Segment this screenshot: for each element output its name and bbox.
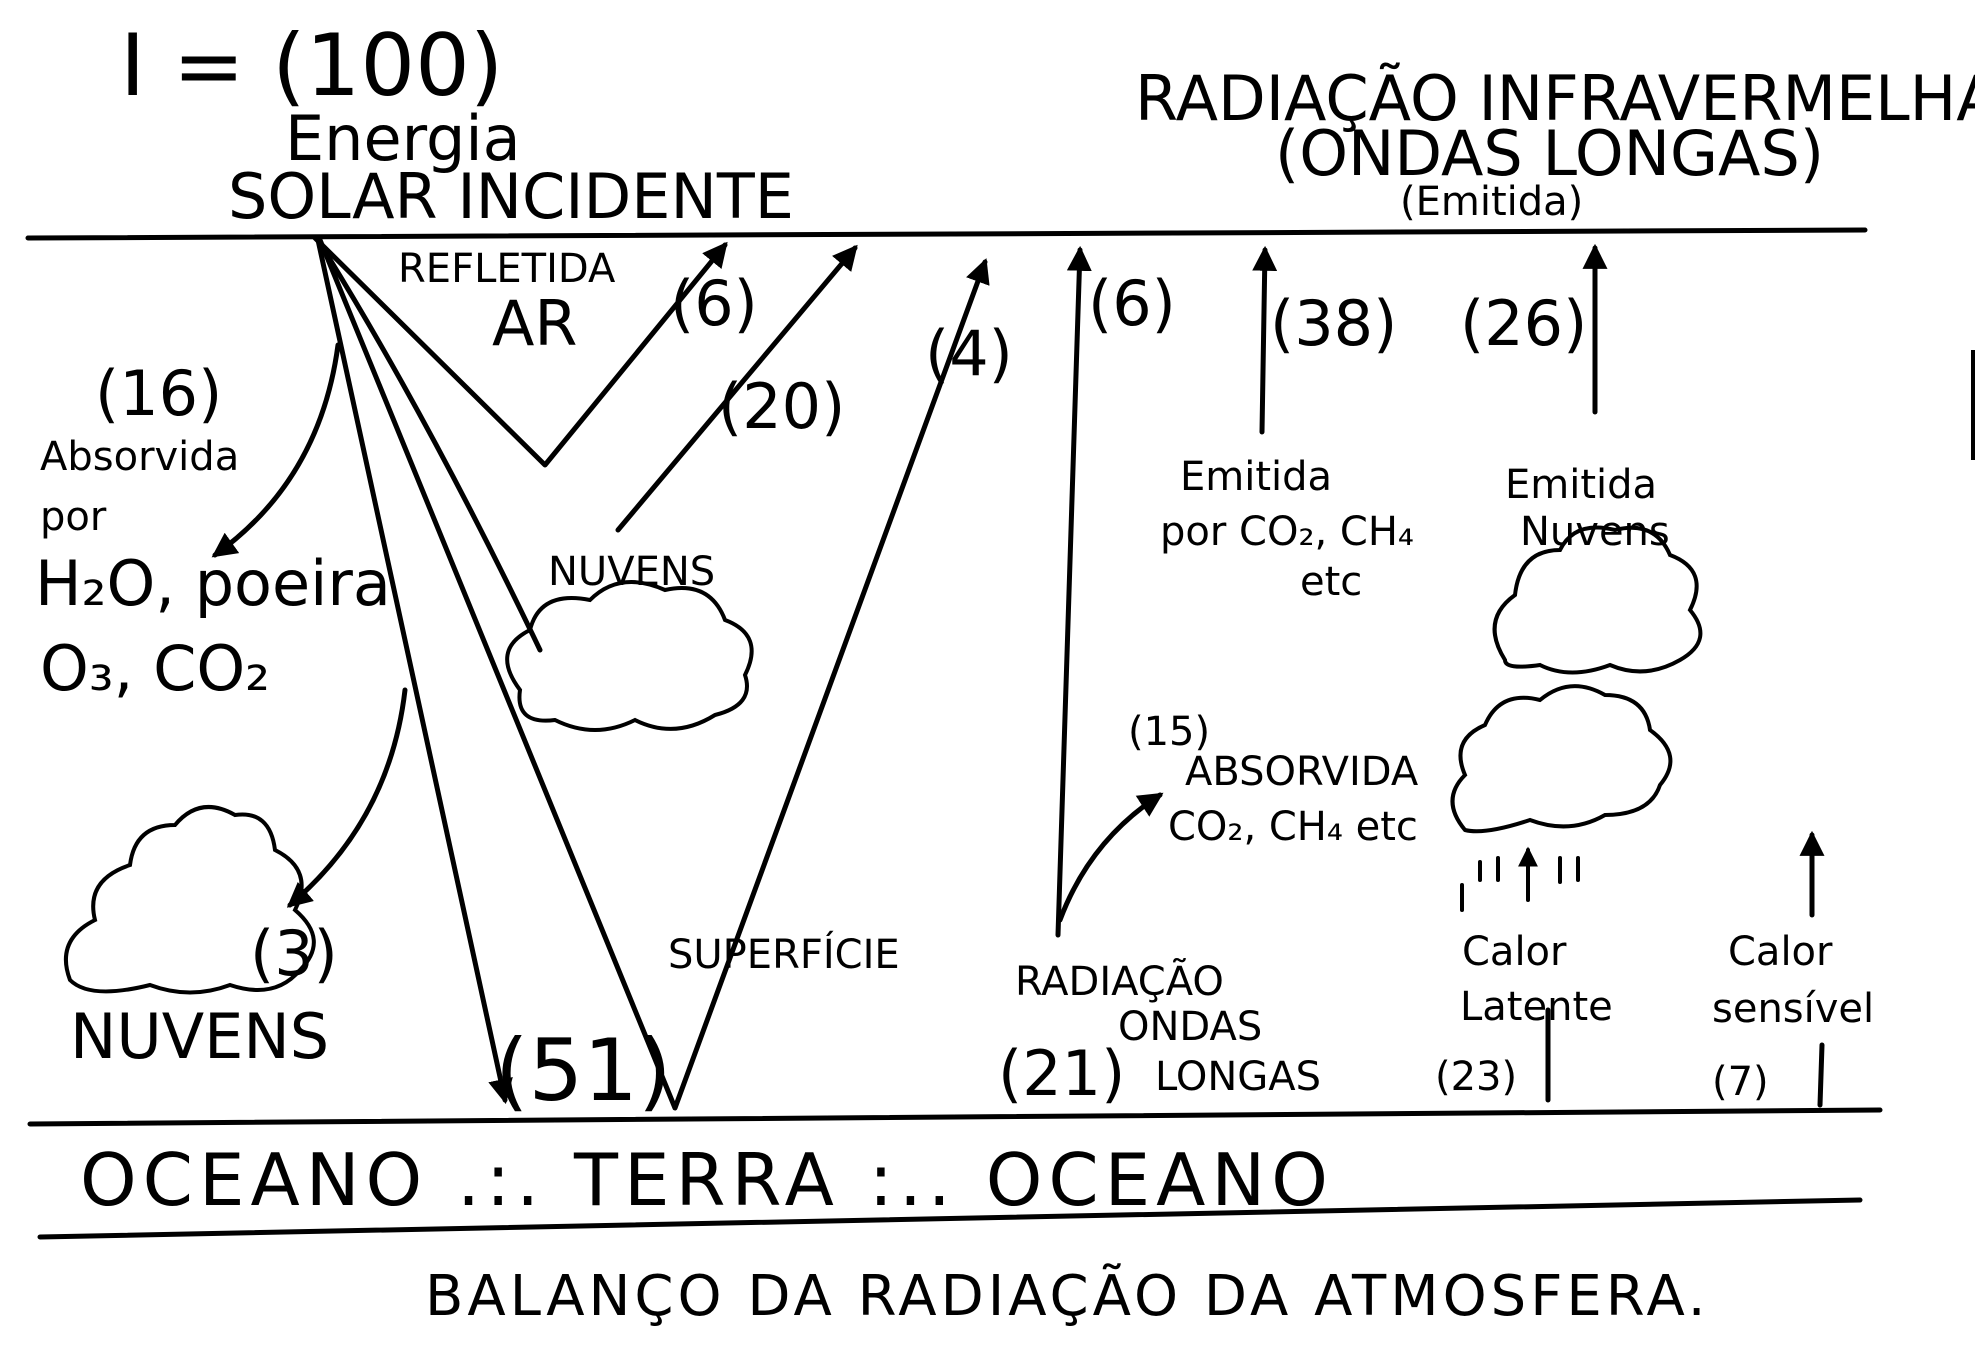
absorbed-co2-line2: CO₂, CH₄ etc [1168,804,1418,850]
cloud-right-lower-icon [1450,684,1673,834]
absorbed-atm-line2: por [40,494,107,540]
absorbed-co2-value: (15) [1128,709,1210,755]
incident-value: I = (100) [120,16,503,116]
latent-heat-line2: Latente [1460,984,1613,1030]
longwave-surface-line2: ONDAS [1118,1004,1262,1050]
infrared-line2: (ONDAS LONGAS) [1275,117,1824,190]
right-edge-mark [1971,350,1975,460]
sensible-heat-line2: sensível [1712,986,1874,1032]
emitted-clouds-line1: Emitida [1505,462,1657,508]
absorbed-atm-arrow [211,342,341,558]
emitted-clouds-line2: Nuvens [1520,509,1670,555]
emitted-co2-line3: etc [1300,559,1362,605]
absorbed-atm-line4: O₃, CO₂ [40,632,270,705]
absorbed-atm-line3: H₂O, poeira [35,547,391,620]
surface-line [27,1107,1883,1127]
clouds-left-value: (3) [250,917,338,990]
sensible-heat-line [1817,1042,1825,1108]
incident-label-line1: Energia [285,102,521,175]
longwave-surface-line1: RADIAÇÃO [1015,957,1224,1005]
clouds-left-label: NUVENS [70,1000,329,1073]
absorbed-co2-arrow [1057,792,1164,923]
cloud-center-icon [505,580,754,732]
longwave-surface-value: (21) [998,1037,1125,1110]
sensible-heat-value: (7) [1712,1059,1769,1105]
reflected-surface-path [317,237,990,1111]
longwave-space-value: (6) [1088,267,1176,340]
latent-heat-line1: Calor [1462,929,1567,975]
absorbed-co2-line1: ABSORVIDA [1185,749,1419,795]
reflected-clouds-incoming [315,237,543,653]
reflected-label-line2: AR [492,287,578,360]
emitted-clouds-value: (26) [1460,287,1587,360]
surface-label: SUPERFÍCIE [668,930,900,978]
emitted-co2-line2: por CO₂, CH₄ [1160,509,1414,555]
reflected-clouds-value: (20) [718,370,845,443]
absorbed-clouds-arrow [286,687,408,908]
emitted-co2-value: (38) [1270,287,1397,360]
top-of-atmosphere-line [25,227,1868,241]
caption: BALANÇO DA RADIAÇÃO DA ATMOSFERA. [425,1264,1710,1329]
ground-label: OCEANO .:. TERRA :.. OCEANO [80,1138,1334,1222]
reflected-surface-value: (4) [925,317,1013,390]
sensible-heat-line1: Calor [1728,929,1833,975]
surface-value: (51) [495,1021,672,1121]
emitted-co2-line1: Emitida [1180,454,1332,500]
latent-heat-value: (23) [1435,1054,1517,1100]
cloud-right-upper-icon [1492,525,1703,675]
incident-to-surface-arrow [315,237,513,1105]
rain-lines [1460,856,1580,912]
reflected-air-path [312,235,728,468]
absorbed-atm-value: (16) [95,357,222,430]
reflected-clouds-arrow [615,244,858,533]
absorbed-atm-line1: Absorvida [40,434,239,480]
longwave-space-arrow [1055,245,1092,938]
reflected-label-line1: REFLETIDA [398,246,616,292]
longwave-surface-line3: LONGAS [1155,1054,1321,1100]
reflected-air-value: (6) [670,267,758,340]
lower-boundary-line [37,1197,1863,1240]
cloud-left-icon [64,805,316,995]
infrared-line3: (Emitida) [1400,179,1583,225]
emitted-co2-arrow [1252,245,1278,435]
infrared-line1: RADIAÇÃO INFRAVERMELHA [1135,62,1975,135]
clouds-center-label: NUVENS [548,549,715,595]
incident-label-line2: SOLAR INCIDENTE [228,160,794,233]
